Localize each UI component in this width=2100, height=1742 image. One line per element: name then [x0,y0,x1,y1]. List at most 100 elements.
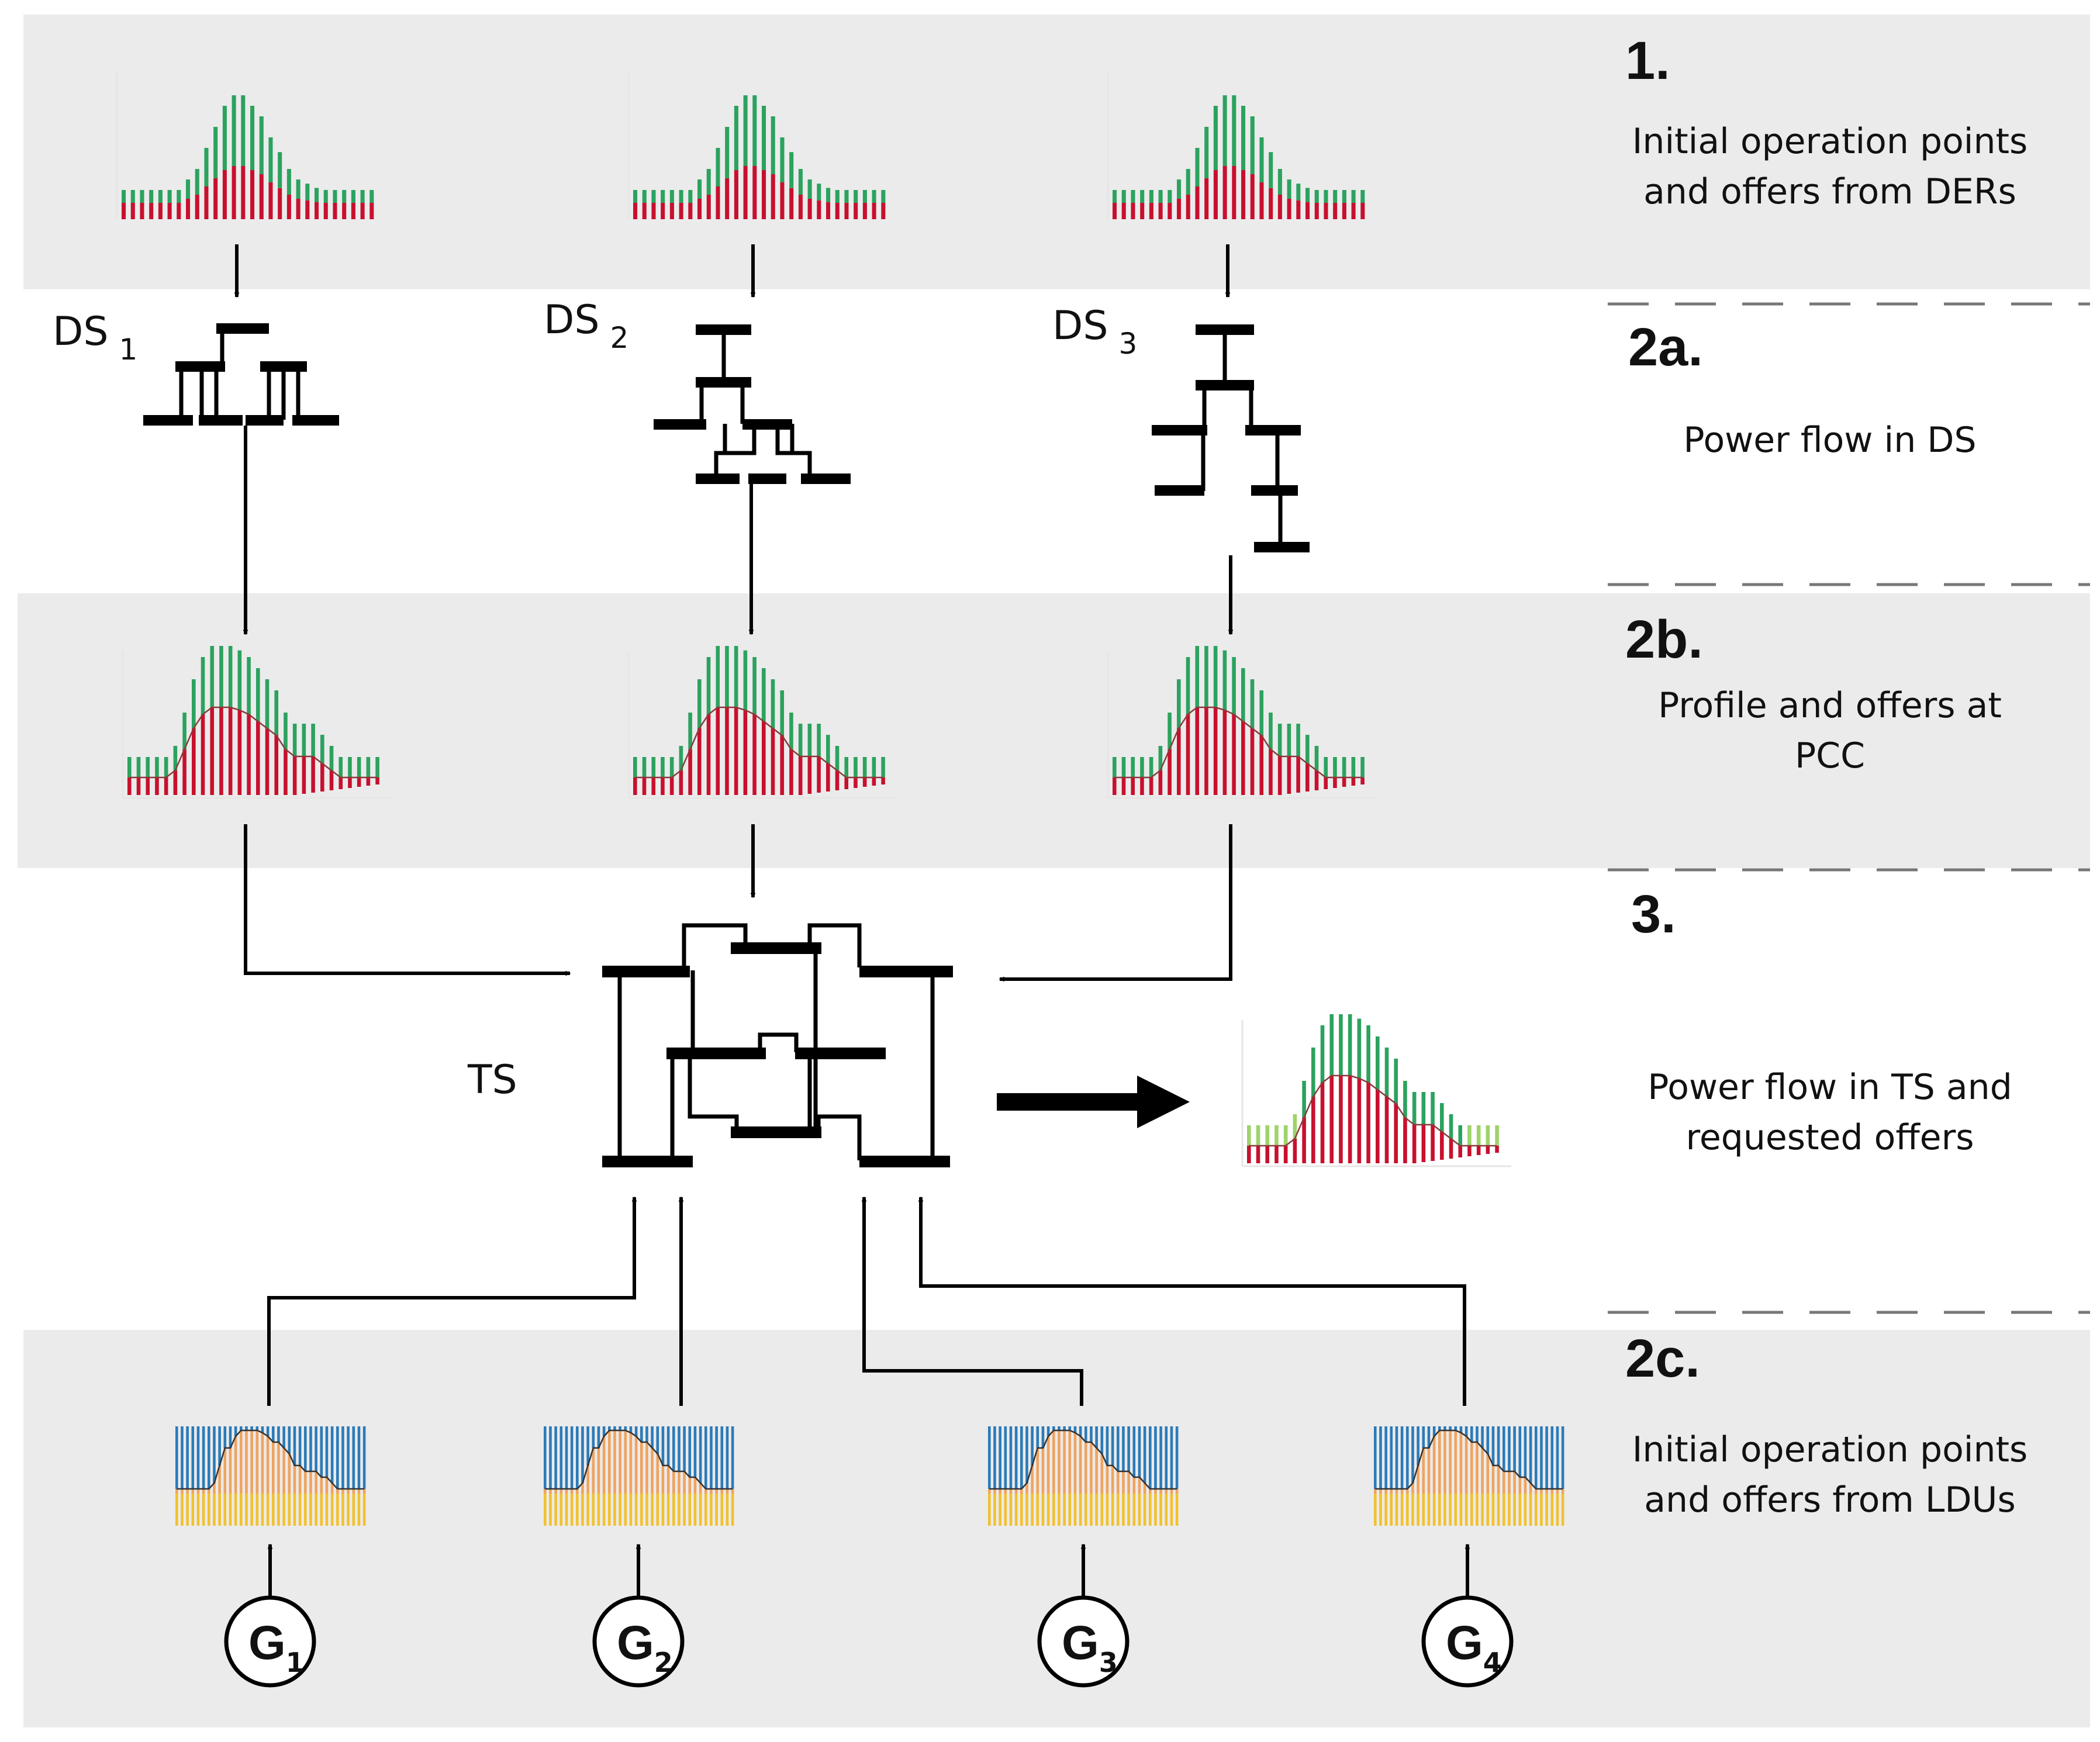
pcc-up-bar [311,724,315,756]
der-down-bar [1195,186,1200,219]
der-up-bar [1296,184,1301,201]
pcc-down-bar [1342,777,1346,787]
ldu-middle-bar [581,1483,584,1494]
ldu-middle-bar [999,1489,1001,1494]
der-down-bar [1140,203,1145,219]
pcc-down-bar [265,728,270,795]
pcc-down-bar [366,777,371,786]
ldu-upper-bar [1009,1426,1013,1489]
ldu-middle-bar [731,1489,734,1494]
ldu-lower-bar [678,1494,681,1526]
ldu-upper-bar [1014,1426,1018,1489]
pcc-up-bar [807,724,812,756]
pcc-down-bar [1458,1146,1463,1157]
ldu-lower-bar [999,1494,1001,1526]
pcc-down-bar [1113,777,1117,795]
ldu-lower-bar [1449,1494,1452,1526]
pcc-down-bar [697,728,702,795]
ldu-upper-bar [1149,1426,1152,1489]
pcc-down-bar [339,777,343,789]
ldu-upper-bar [726,1426,729,1489]
ldu-upper-bar [357,1426,361,1489]
ldu-upper-bar [1470,1426,1473,1442]
ldu-upper-bar [1390,1426,1393,1489]
ldu-upper-bar [565,1426,568,1489]
ldu-upper-bar [213,1426,216,1483]
ldu-upper-bar [678,1426,681,1471]
der-up-bar [762,106,766,170]
pcc-down-bar [1177,728,1181,795]
pcc-down-bar [817,756,821,793]
ldu-lower-bar [1117,1494,1120,1526]
ldu-middle-bar [272,1442,275,1494]
der-up-bar [771,116,775,174]
der-up-bar [1140,190,1145,203]
ldu-middle-bar [1561,1489,1564,1494]
pcc-up-bar [762,668,766,721]
ldu-upper-bar [298,1426,302,1466]
ldu-middle-bar [213,1483,216,1494]
ldu-middle-bar [1545,1489,1548,1494]
der-down-bar [762,170,766,219]
der-up-bar [268,137,273,182]
ldu-middle-bar [175,1489,178,1494]
ldu-upper-bar [645,1426,648,1442]
ldu-upper-bar [1395,1426,1398,1489]
pcc-up-bar [651,757,656,777]
pcc-down-bar [1158,770,1163,795]
der-up-bar [241,95,246,166]
step-2b-line-1: Profile and offers at [1658,685,2002,726]
ldu-middle-bar [181,1489,184,1494]
ldu-upper-bar [288,1426,291,1454]
ldu-lower-bar [261,1494,264,1526]
pcc-up-bar [771,679,775,728]
ldu-middle-bar [1529,1483,1532,1494]
der-down-bar [697,199,702,219]
ldu-lower-bar [613,1494,616,1526]
der-down-bar [250,170,255,219]
pcc-up-bar [1222,650,1227,710]
ldu-lower-bar [1443,1494,1446,1526]
pcc-up-bar [1495,1125,1499,1146]
pcc-up-bar [1440,1103,1444,1132]
pcc-up-bar [679,746,683,770]
ldu-upper-bar [586,1426,589,1466]
ldu-lower-bar [1384,1494,1387,1526]
ldu-upper-bar [352,1426,355,1489]
ldu-upper-bar [1524,1426,1527,1477]
der-up-bar [743,95,748,166]
der-up-bar [286,169,291,195]
ldu-middle-bar [1052,1430,1055,1494]
pcc-up-bar [835,746,840,770]
der-down-bar [798,195,803,219]
ldu-lower-bar [282,1494,285,1526]
pcc-profile-line [635,706,883,779]
ldu-lower-bar [1036,1494,1039,1526]
ldu-operation-line [1375,1429,1563,1490]
der-down-bar [222,170,227,219]
der-up-bar [716,148,720,186]
ldu-middle-bar [1524,1477,1527,1494]
ldu-upper-bar [1374,1426,1377,1489]
ldu-lower-bar [266,1494,270,1526]
ldu-middle-bar [608,1430,611,1494]
ldu-upper-bar [1031,1426,1034,1466]
pcc-down-bar [844,777,849,789]
ldu-middle-bar [704,1489,707,1494]
ldu-lower-bar [688,1494,692,1526]
der-up-bar [854,190,858,203]
ldu-upper-bar [347,1426,350,1489]
der-up-bar [1360,190,1365,203]
der-up-bar [1232,95,1236,166]
ldu-upper-bar [1379,1426,1382,1489]
pcc-profile-line [1249,1074,1497,1147]
pcc-down-bar [1274,1146,1279,1163]
der-down-bar [195,195,199,219]
step-2c-number: 2c. [1625,1329,1700,1388]
der-up-bar [844,190,849,203]
ldu-lower-bar [683,1494,686,1526]
pcc-up-bar [1366,1025,1370,1083]
ldu-middle-bar [559,1489,563,1494]
pcc-up-bar [752,657,757,714]
der-up-bar [333,190,337,203]
